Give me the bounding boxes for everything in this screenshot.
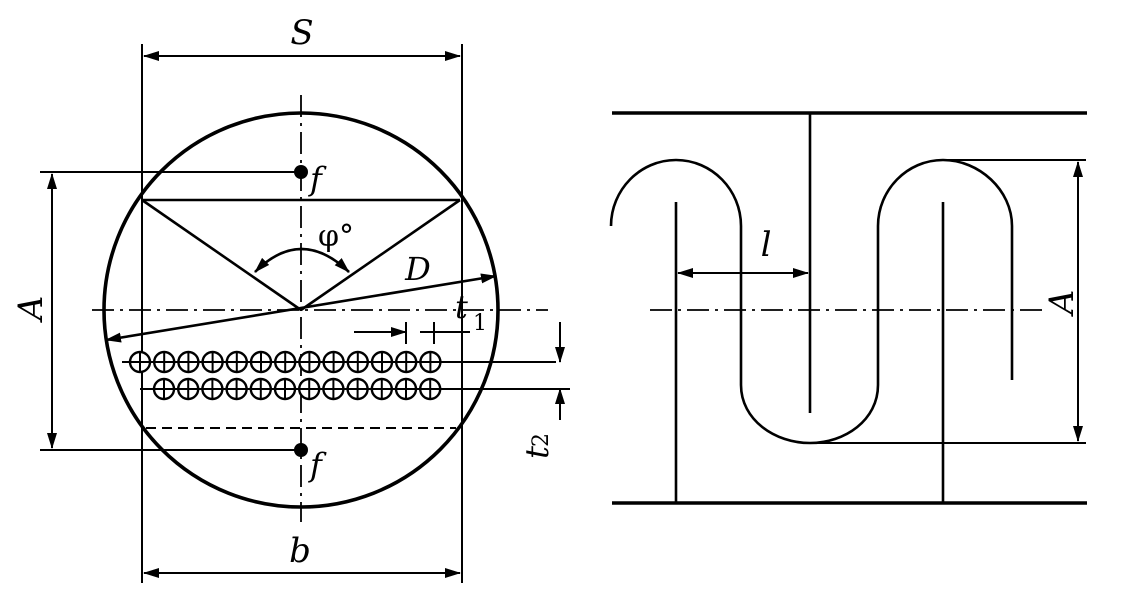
label-b: b [289, 531, 311, 571]
label-f-top: f [308, 160, 327, 198]
serpentine-baffle [609, 158, 1014, 445]
cross-section-view: S b f f φ° D t 1 t 2 A [11, 13, 570, 583]
tube-rows [128, 350, 442, 401]
label-a-left: A [11, 296, 51, 324]
label-phi: φ° [318, 219, 354, 254]
label-f-bottom: f [308, 446, 327, 484]
label-s: S [290, 13, 313, 53]
t1-dimension [354, 322, 470, 344]
label-a-right: A [1042, 290, 1082, 318]
label-t2-subscript: 2 [529, 433, 554, 447]
label-l: l [761, 225, 772, 265]
label-t1-subscript: 1 [473, 311, 487, 336]
label-d: D [404, 250, 431, 288]
side-view: A l [609, 111, 1087, 505]
label-t2: t [518, 446, 556, 459]
diameter-line [105, 273, 497, 343]
label-t1: t [455, 288, 468, 326]
angle-phi-arc [254, 247, 350, 273]
